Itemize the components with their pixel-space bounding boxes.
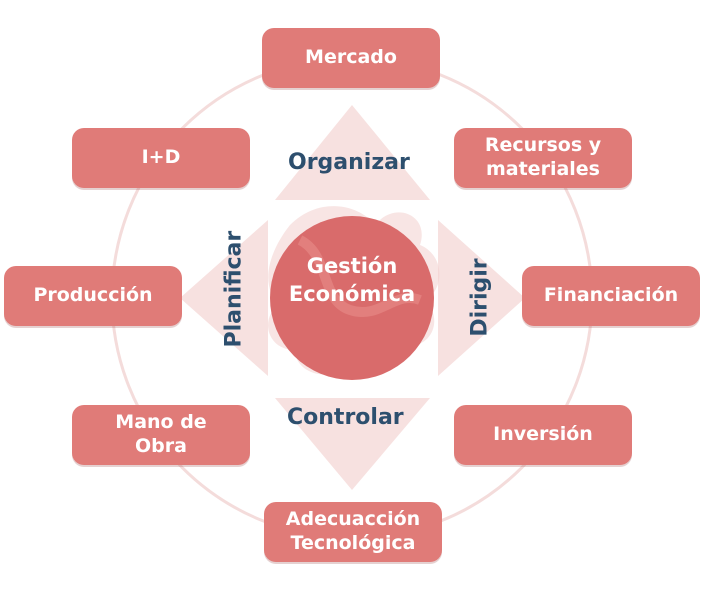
- box-financiacion-label: Financiación: [543, 284, 679, 307]
- center-circle: [270, 216, 434, 380]
- box-id-label: I+D: [141, 146, 181, 169]
- arrow-right: [438, 220, 525, 376]
- verb-dirigir: Dirigir: [467, 258, 493, 337]
- verb-organizar: Organizar: [288, 150, 410, 175]
- center-label: Gestión Económica: [288, 253, 416, 306]
- verb-controlar: Controlar: [287, 405, 404, 430]
- box-mercado-label: Mercado: [305, 46, 397, 69]
- box-adecuaccion-label: Adecuacción Tecnológica: [285, 508, 421, 554]
- box-adecuaccion: Adecuacción Tecnológica: [264, 502, 442, 562]
- box-inversion: Inversión: [454, 405, 632, 465]
- box-produccion: Producción: [4, 266, 182, 326]
- box-financiacion: Financiación: [522, 266, 700, 326]
- center-swirl: [297, 235, 422, 317]
- box-mano-de-obra-label: Mano de Obra: [115, 411, 207, 457]
- arrow-up: [275, 105, 430, 200]
- box-recursos-label: Recursos y materiales: [484, 134, 602, 180]
- box-id: I+D: [72, 128, 250, 188]
- box-recursos: Recursos y materiales: [454, 128, 632, 188]
- box-produccion-label: Producción: [33, 284, 153, 307]
- arrow-left: [180, 220, 268, 376]
- box-inversion-label: Inversión: [493, 423, 593, 446]
- verb-planificar: Planificar: [221, 230, 247, 348]
- box-mercado: Mercado: [262, 28, 440, 88]
- arrow-down: [275, 398, 430, 490]
- box-mano-de-obra: Mano de Obra: [72, 405, 250, 465]
